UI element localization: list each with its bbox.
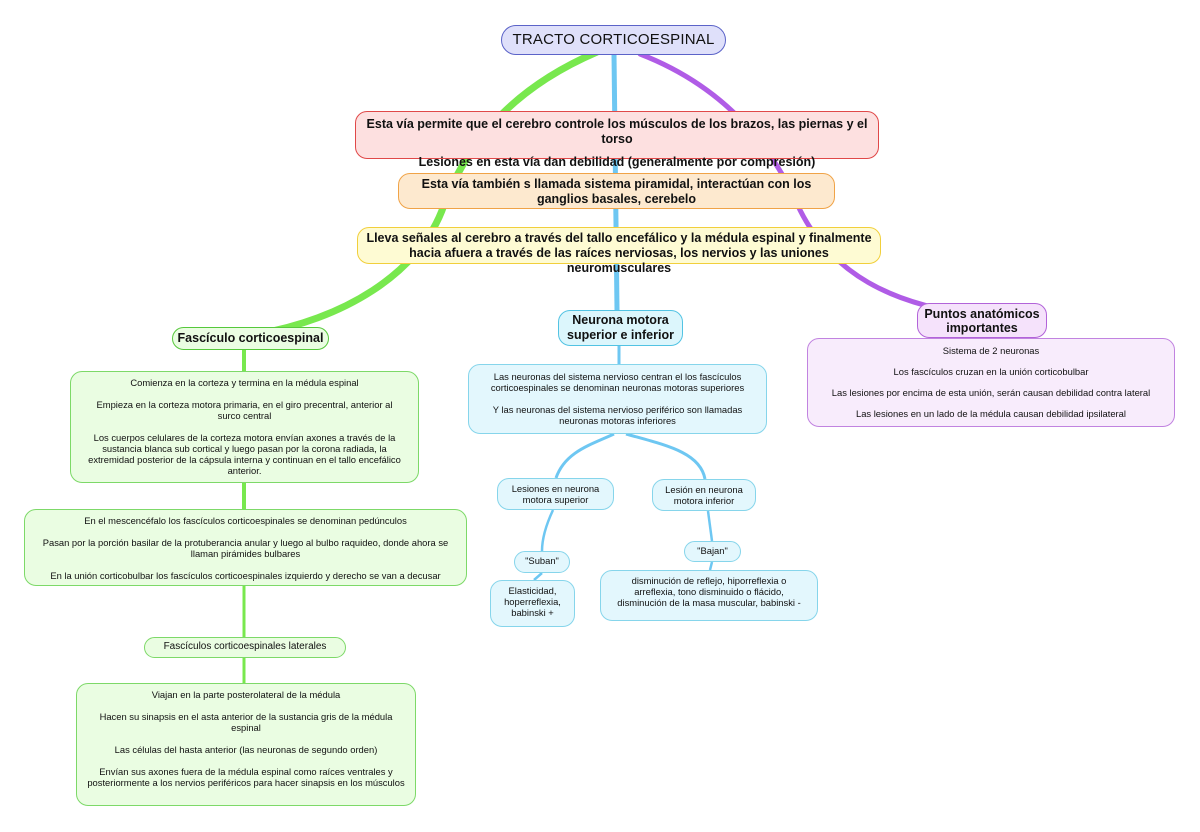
left-box2-line: En la unión corticobulbar los fascículos… (50, 570, 441, 581)
upper-lesion-box[interactable]: Lesiones en neurona motora superior (497, 478, 614, 510)
lower-tag-box[interactable]: "Bajan" (684, 541, 741, 562)
left-box4-line: Envían sus axones fuera de la médula esp… (87, 766, 405, 788)
lower-signs-box[interactable]: disminución de reflejo, hiporreflexia o … (600, 570, 818, 621)
intro-orange-text: Esta vía también s llamada sistema piram… (421, 177, 812, 206)
upper-tag-box[interactable]: "Suban" (514, 551, 570, 573)
intro-orange-box[interactable]: Esta vía también s llamada sistema piram… (398, 173, 835, 209)
right-box-line: Los fascículos cruzan en la unión cortic… (893, 366, 1089, 377)
right-box-line: Sistema de 2 neuronas (942, 345, 1040, 356)
center-box-1[interactable]: Las neuronas del sistema nervioso centra… (468, 364, 767, 434)
link-upper-tag (540, 509, 555, 552)
left-box2-line: Pasan por la porción basilar de la protu… (42, 537, 449, 559)
intro-red-line1: Esta vía permite que el cerebro controle… (366, 117, 868, 146)
link-lower-signs (708, 561, 714, 571)
left-box1-line: Los cuerpos celulares de la corteza moto… (88, 432, 401, 476)
left-branch-title[interactable]: Fascículo corticoespinal (172, 327, 329, 350)
left-box-3[interactable]: Fascículos corticoespinales laterales (144, 637, 346, 658)
upper-signs-box[interactable]: Elasticidad, hoperreflexia, babinski + (490, 580, 575, 627)
left-box-1[interactable]: Comienza en la corteza y termina en la m… (70, 371, 419, 483)
left-box2-line: En el mescencéfalo los fascículos cortic… (84, 515, 407, 526)
link-center-upper (554, 432, 615, 479)
center-branch-title[interactable]: Neurona motora superior e inferior (558, 310, 683, 346)
link-center-lower (625, 432, 707, 480)
right-box-line: Las lesiones en un lado de la médula cau… (856, 408, 1126, 419)
center-box1-line: Las neuronas del sistema nervioso centra… (490, 371, 745, 393)
intro-red-box[interactable]: Esta vía permite que el cerebro controle… (355, 111, 879, 169)
intro-yellow-text: Lleva señales al cerebro a través del ta… (366, 231, 872, 275)
left-box4-line: Las células del hasta anterior (las neur… (114, 744, 378, 755)
center-box1-line: Y las neuronas del sistema nervioso peri… (492, 404, 743, 426)
left-box1-line: Comienza en la corteza y termina en la m… (130, 377, 359, 388)
left-box1-line: Empieza en la corteza motora primaria, e… (96, 399, 393, 421)
link-upper-signs (533, 572, 543, 581)
lower-lesion-box[interactable]: Lesión en neurona motora inferior (652, 479, 756, 511)
left-box-2[interactable]: En el mescencéfalo los fascículos cortic… (24, 509, 467, 586)
right-box-line: Las lesiones por encima de esta unión, s… (831, 387, 1151, 398)
intro-yellow-box[interactable]: Lleva señales al cerebro a través del ta… (357, 227, 881, 275)
left-box-4[interactable]: Viajan en la parte posterolateral de la … (76, 683, 416, 806)
link-root-right (637, 51, 943, 312)
right-branch-title[interactable]: Puntos anatómicos importantes (917, 303, 1047, 338)
root-title[interactable]: TRACTO CORTICOESPINAL (501, 25, 726, 55)
left-box4-line: Hacen su sinapsis en el asta anterior de… (99, 711, 393, 733)
left-box4-line: Viajan en la parte posterolateral de la … (151, 689, 341, 700)
link-lower-tag (706, 510, 714, 542)
intro-red-line2: Lesiones en esta vía dan debilidad (gene… (418, 155, 816, 169)
right-box[interactable]: Sistema de 2 neuronas Los fascículos cru… (807, 338, 1175, 427)
